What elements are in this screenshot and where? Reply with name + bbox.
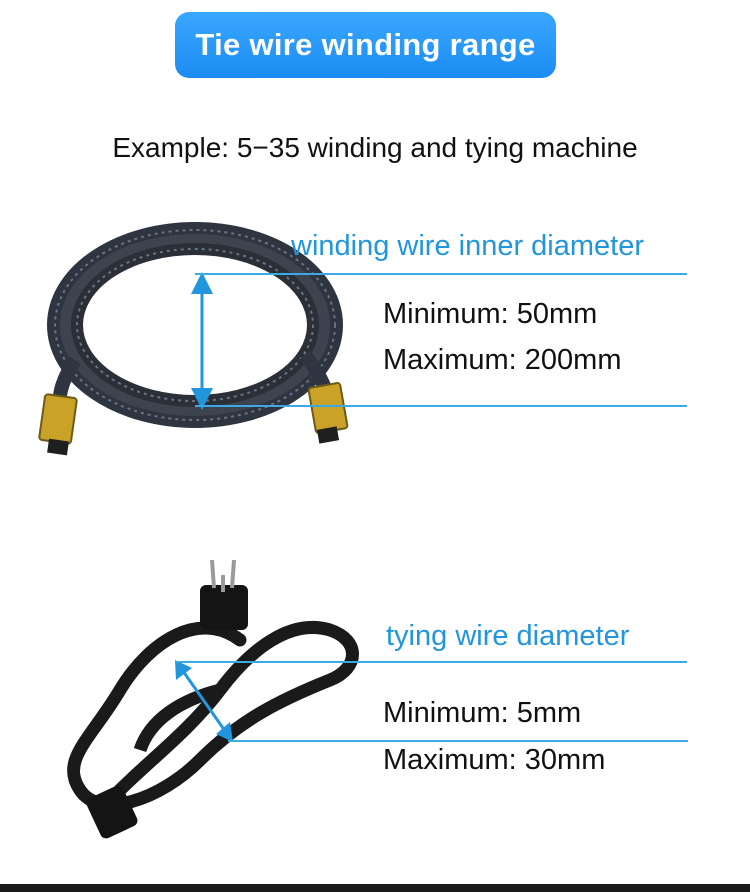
page-title: Tie wire winding range (195, 27, 536, 62)
winding-top-guide-line (195, 273, 687, 275)
example-caption: Example: 5−35 winding and tying machine (112, 132, 638, 163)
power-cord-icon (67, 559, 359, 839)
title-badge: Tie wire winding range (175, 12, 556, 78)
tying-max-value: Maximum: 30mm (383, 744, 606, 776)
winding-diameter-label: winding wire inner diameter (291, 230, 644, 262)
tying-bottom-guide-line (228, 740, 688, 742)
winding-bottom-guide-line (195, 405, 687, 407)
winding-max-value: Maximum: 200mm (383, 344, 622, 376)
tying-top-guide-line (175, 661, 687, 663)
bottom-divider (0, 884, 750, 892)
hdmi-cable-coil-icon (38, 222, 349, 456)
tying-diameter-arrows (175, 660, 233, 742)
winding-min-value: Minimum: 50mm (383, 298, 598, 330)
inner-diameter-arrow (191, 272, 213, 410)
tying-min-value: Minimum: 5mm (383, 697, 582, 729)
tying-diameter-label: tying wire diameter (386, 620, 630, 652)
